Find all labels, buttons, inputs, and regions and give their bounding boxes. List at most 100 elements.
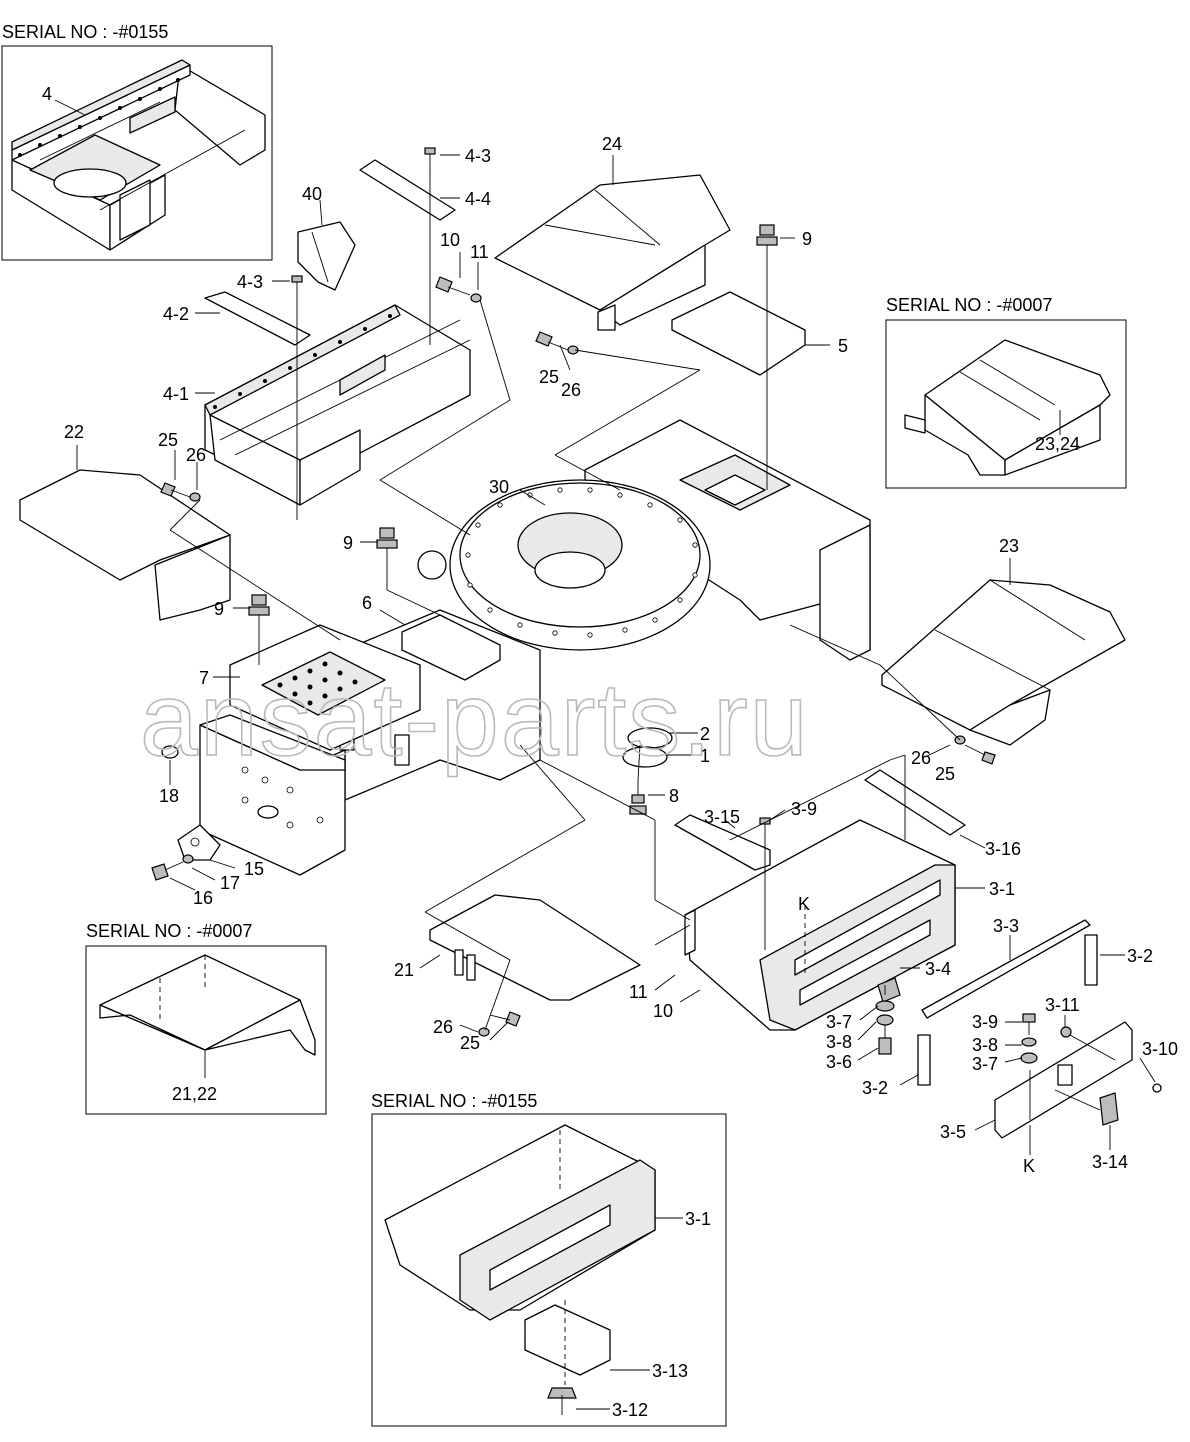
leader-lines [54, 99, 1156, 1410]
inset-floor-cover-left [99, 954, 316, 1056]
holder-40 [297, 221, 356, 291]
gasket-1 [622, 746, 668, 768]
label-3-8: 3-8 [972, 1035, 998, 1055]
label-3-14: 3-14 [1092, 1152, 1128, 1172]
label-4-3: 4-3 [237, 272, 263, 292]
serial-box-bottom: SERIAL NO : -#0155 [371, 1091, 727, 1427]
cover-plate-5 [671, 291, 806, 376]
label-16: 16 [193, 888, 213, 908]
label-26: 26 [186, 445, 206, 465]
label-9: 9 [343, 533, 353, 553]
label-4-1: 4-1 [163, 384, 189, 404]
washer-26-d [478, 1027, 490, 1037]
step-plate-7 [229, 624, 421, 751]
seat-22 [19, 469, 231, 621]
washer-3-8-b [1021, 1037, 1037, 1047]
label-9: 9 [802, 229, 812, 249]
label-3-6: 3-6 [826, 1052, 852, 1072]
label-3-16: 3-16 [985, 839, 1021, 859]
label-18: 18 [159, 786, 179, 806]
label-10: 10 [440, 230, 460, 250]
latch-3-14 [1099, 1092, 1119, 1126]
serial-label: SERIAL NO : -#0007 [886, 295, 1052, 315]
label-3-9: 3-9 [791, 799, 817, 819]
label-4-4: 4-4 [465, 189, 491, 209]
label-40: 40 [302, 184, 322, 204]
washer-11-a [470, 293, 482, 303]
washer-3-7-a [875, 1000, 895, 1012]
washer-26-b [189, 492, 201, 502]
label-8: 8 [669, 786, 679, 806]
serial-label: SERIAL NO : -#0155 [2, 22, 168, 42]
cover-3-5 [994, 1021, 1133, 1139]
bolt-9-b [376, 527, 398, 568]
label-25: 25 [460, 1033, 480, 1053]
strip-3-2-b [917, 1034, 931, 1086]
plug-18 [161, 745, 179, 759]
label-25: 25 [158, 430, 178, 450]
serial-box-left: SERIAL NO : -#0007 [85, 921, 327, 1115]
washer-3-7-b [1020, 1052, 1038, 1064]
tool-box-3-1 [684, 819, 956, 1031]
label-22: 22 [64, 422, 84, 442]
bolt-4-3-b [291, 275, 303, 300]
label-3-11: 3-11 [1045, 995, 1080, 1015]
label-3-3: 3-3 [993, 916, 1019, 936]
washer-26-a [567, 345, 579, 355]
label-4: 4 [42, 84, 52, 104]
label-7: 7 [199, 668, 209, 688]
label-3-5: 3-5 [940, 1122, 966, 1142]
washer-17 [182, 854, 194, 864]
bolt-3-6 [878, 1025, 892, 1055]
callout-labels: 4 40 4-3 4-4 4-3 4-2 4-1 10 11 24 9 5 25… [42, 84, 1178, 1420]
watermark: ansat-parts.ru [140, 662, 810, 778]
label-1: 1 [700, 746, 710, 766]
label-3-15: 3-15 [704, 807, 740, 827]
label-3-2: 3-2 [1127, 946, 1153, 966]
bracket-3-4 [877, 977, 901, 1003]
label-5: 5 [838, 336, 848, 356]
serial-box-top-left: SERIAL NO : -#0155 [1, 22, 273, 261]
label-3-7: 3-7 [826, 1012, 852, 1032]
inset-tool-box [384, 1124, 656, 1415]
plate-3-16 [864, 769, 966, 836]
label-9: 9 [214, 599, 224, 619]
label-15: 15 [244, 859, 264, 879]
serial-label: SERIAL NO : -#0007 [86, 921, 252, 941]
label-11: 11 [629, 982, 648, 1002]
label-3-12: 3-12 [612, 1400, 648, 1420]
label-3-1: 3-1 [685, 1209, 711, 1229]
label-K: K [798, 894, 810, 914]
label-17: 17 [220, 873, 240, 893]
step-frame-4-1 [204, 304, 471, 506]
washer-3-8-a [876, 1014, 894, 1026]
label-21-22: 21,22 [172, 1084, 217, 1104]
pin-3-10 [1152, 1083, 1162, 1093]
bolt-25-c [964, 744, 996, 765]
seat-21 [429, 894, 641, 1001]
label-3-4: 3-4 [925, 959, 951, 979]
bolt-25-a [535, 331, 569, 351]
strip-3-2-a [1084, 934, 1098, 986]
nut-3-11 [1060, 1026, 1072, 1038]
inset-step-assembly [11, 59, 266, 251]
plate-4-4 [359, 159, 456, 221]
bolt-9-a [756, 224, 778, 268]
label-25: 25 [935, 764, 955, 784]
label-24: 24 [602, 134, 622, 154]
label-3-10: 3-10 [1142, 1039, 1178, 1059]
main-upper-frame [584, 419, 871, 661]
bolt-16 [151, 861, 184, 881]
bolt-9-c [248, 594, 270, 630]
bolt-3-9-a [759, 817, 771, 840]
bolt-8 [629, 780, 647, 815]
seat-cover-24 [494, 174, 731, 331]
bar-3-3 [921, 919, 1091, 1019]
label-K: K [1023, 1156, 1035, 1176]
label-30: 30 [489, 477, 509, 497]
swing-bearing-30 [417, 479, 711, 651]
label-26: 26 [911, 748, 931, 768]
label-11: 11 [470, 242, 489, 262]
bolt-25-b [160, 482, 191, 498]
label-3-2: 3-2 [862, 1078, 888, 1098]
